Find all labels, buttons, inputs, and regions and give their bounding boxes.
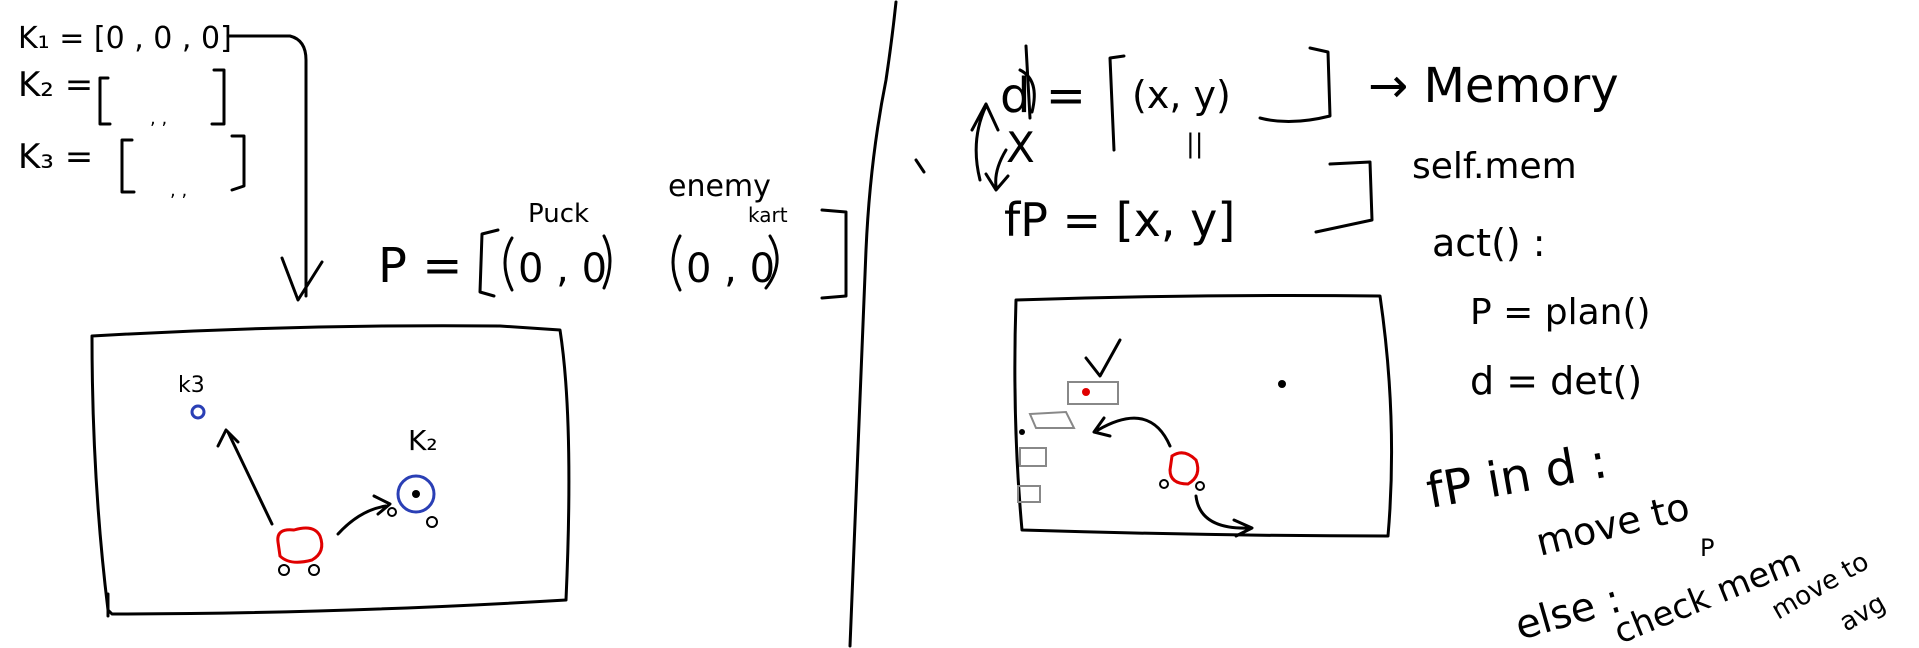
kart-body [276,526,324,564]
right-kart-wheel-2 [1195,481,1205,491]
k2-wheel-1 [426,516,438,528]
else-line: else : [1510,576,1626,648]
side-box-1 [1028,410,1076,429]
target-box [1067,381,1119,405]
memory-label: → Memory [1368,58,1619,114]
det-line: d = det() [1470,359,1642,403]
d-scribble [1018,44,1036,120]
p-inner-1: 0 , 0 [518,246,607,292]
k3-marker-label: k3 [178,373,205,398]
kart-wheel-left [278,564,290,576]
k3-bracket [120,134,246,194]
edge-dot [1019,429,1025,435]
left-field [90,324,571,616]
x-arrows [970,102,1010,192]
p-outer-bracket-left [478,228,500,298]
p-inner-2: 0 , 0 [686,246,775,292]
d-inner-sub: || [1186,129,1204,159]
fp-equation: fP = [x, y] [1004,193,1235,247]
p-equation: P = [378,238,462,294]
back-arrow [1092,416,1172,448]
k3-inner: , , [170,180,187,201]
k2-puck-dot [412,490,420,498]
k1-equation: K₁ = [0 , 0 , 0] [18,21,232,56]
d-equation: d = [1000,68,1086,124]
k2-marker-label: K₂ [408,424,438,457]
k3-puck [190,404,206,420]
fp-bracket-right [1314,160,1374,234]
if-line: fP in d : [1422,433,1611,520]
k2-bracket [98,68,226,126]
kart-wheel-right [308,564,320,576]
side-box-2 [1019,447,1047,467]
self-mem-label: self.mem [1412,146,1577,187]
right-kart-body [1168,451,1200,486]
k3-equation: K₃ = [18,137,93,177]
small-tick [914,158,926,174]
forward-arrow [1194,494,1254,538]
check-mark [1084,338,1122,378]
plan-line: P = plan() [1470,292,1651,333]
enemy-label: enemy [668,169,771,204]
p-inner-paren-1 [503,234,612,292]
k-list-arrow [226,34,308,298]
right-panel: d = (x, y) || X → Memory fP = [x, y] sel… [914,44,1891,648]
side-box-3 [1017,485,1041,503]
right-kart-wheel-1 [1159,479,1169,489]
arrow-to-k3 [216,428,274,526]
target-dot [1082,388,1090,396]
right-field [1013,294,1394,538]
x-label: X [1006,123,1035,172]
left-panel: K₁ = [0 , 0 , 0] K₂ = , , K₃ = , , P = P… [18,21,848,618]
k2-wheel-2 [387,507,397,517]
center-divider [848,0,898,648]
puck-label: Puck [528,199,589,229]
move-sub: P [1700,534,1714,562]
p-outer-bracket-right [820,208,848,300]
k2-equation: K₂ = [18,65,93,105]
k-list-arrow-head [280,256,324,302]
enemy-dot [1278,380,1286,388]
arrow-to-k2 [336,494,392,536]
k2-inner: , , [150,108,167,129]
k2-puck-ring [396,474,436,514]
avg-line: avg [1835,588,1891,638]
kart-label: kart [748,203,788,227]
act-label: act() : [1432,221,1546,265]
d-bracket [1108,46,1332,152]
p-inner-paren-2 [671,234,779,292]
d-inner: (x, y) [1132,73,1231,117]
